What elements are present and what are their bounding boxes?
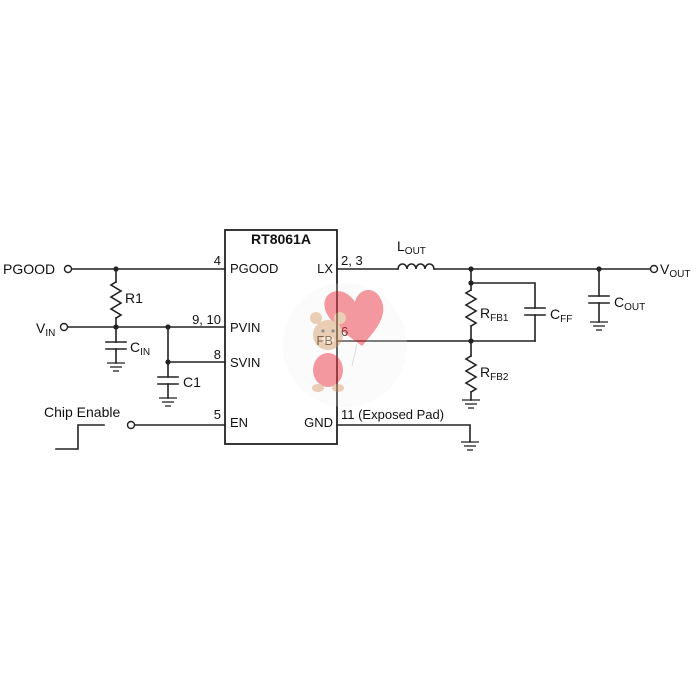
chip-enable-terminal <box>126 420 136 430</box>
rfb2-label: RFB2 <box>480 364 509 383</box>
pgood-port-label: PGOOD <box>3 261 55 277</box>
pin-lx-name: LX <box>317 261 333 276</box>
rfb2-ground-icon <box>462 399 480 409</box>
heart-icon <box>324 289 384 346</box>
pin-en-number: 5 <box>214 407 221 422</box>
pin-pvin-number: 9, 10 <box>192 312 221 327</box>
cff-label: CFF <box>550 306 572 325</box>
pin-svin-number: 8 <box>214 347 221 362</box>
chip-enable-step-icon <box>55 424 105 450</box>
pin-gnd-name: GND <box>304 415 333 430</box>
pin-lx-number: 2, 3 <box>341 253 363 268</box>
cout-label: COUT <box>614 294 645 313</box>
pin-pgood-name: PGOOD <box>230 261 278 276</box>
vin-port-label: VIN <box>36 320 55 339</box>
pgood-terminal <box>63 264 73 274</box>
rfb2-resistor <box>464 354 478 394</box>
pin-pgood-number: 4 <box>214 253 221 268</box>
pin-gnd-number: 11 (Exposed Pad) <box>341 407 444 422</box>
chip-enable-label: Chip Enable <box>44 404 120 420</box>
ic-gnd-ground-icon <box>461 441 479 451</box>
lout-label: LOUT <box>397 238 426 257</box>
rfb1-label: RFB1 <box>480 305 509 324</box>
pin-svin-name: SVIN <box>230 355 260 370</box>
r1-label: R1 <box>125 290 143 306</box>
bear-watermark-icon <box>283 283 407 407</box>
cout-ground-icon <box>590 321 608 331</box>
c1-label: C1 <box>183 374 201 390</box>
pin-en-name: EN <box>230 415 248 430</box>
vin-terminal <box>59 322 69 332</box>
pin-pvin-name: PVIN <box>230 320 260 335</box>
cin-label: CIN <box>130 339 150 358</box>
vout-terminal <box>649 264 659 274</box>
rfb1-resistor <box>464 288 478 328</box>
c1-ground-icon <box>159 397 177 407</box>
lout-inductor <box>397 263 435 270</box>
cin-ground-icon <box>107 362 125 372</box>
ic-part-number: RT8061A <box>251 231 311 247</box>
r1-resistor <box>109 280 123 320</box>
vout-port-label: VOUT <box>660 261 690 280</box>
